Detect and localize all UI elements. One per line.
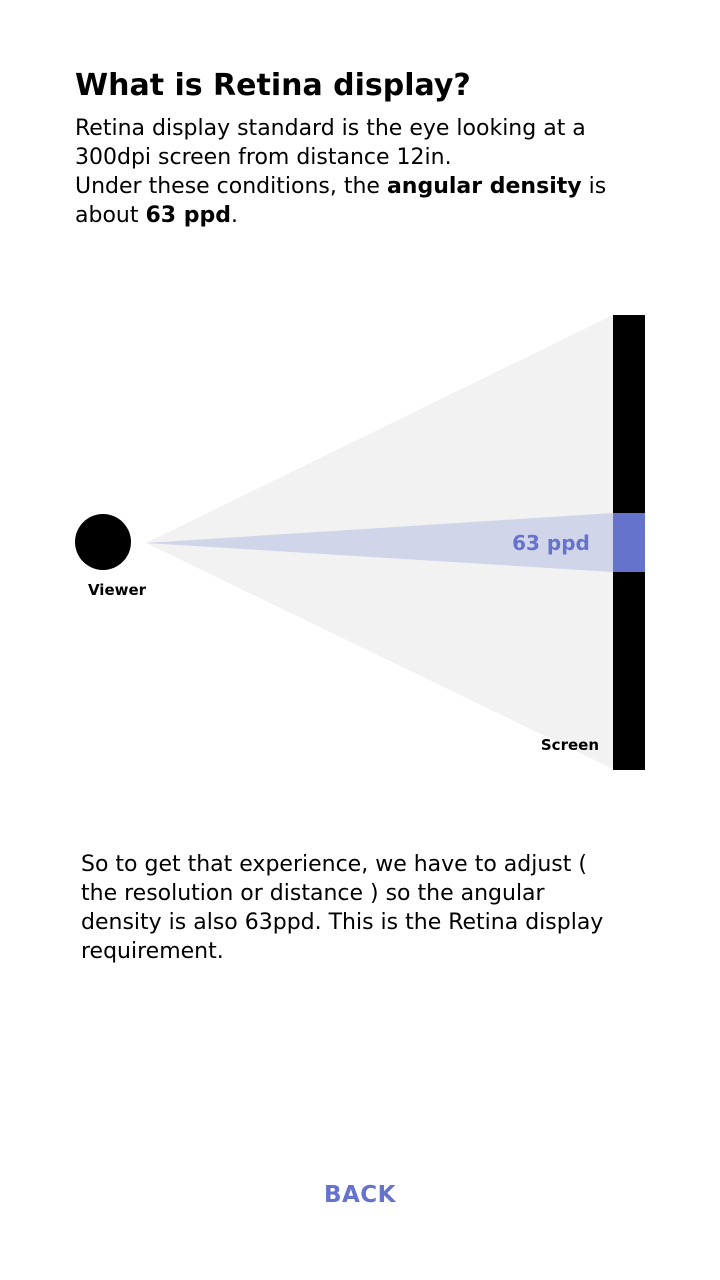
ppd-value: 63 ppd	[145, 203, 231, 228]
outro-line-4: requirement.	[81, 939, 224, 964]
outro-line-1: So to get that experience, we have to ad…	[81, 852, 587, 877]
angular-density-beam	[146, 513, 613, 572]
screen-highlight	[613, 513, 645, 572]
back-button[interactable]: BACK	[260, 1172, 460, 1218]
page-title: What is Retina display?	[75, 68, 471, 103]
intro-line-3-suffix: is	[581, 174, 607, 199]
outro-paragraph: So to get that experience, we have to ad…	[81, 850, 681, 966]
angular-density-term: angular density	[386, 174, 582, 199]
outro-line-2: the resolution or distance ) so the angu…	[81, 881, 545, 906]
intro-line-4: about 63 ppd.	[75, 201, 675, 230]
retina-diagram: 63 ppd Viewer Screen	[75, 315, 645, 770]
outro-line-3: density is also 63ppd. This is the Retin…	[81, 910, 604, 935]
intro-line-3: Under these conditions, the angular dens…	[75, 172, 675, 201]
beam-label: 63 ppd	[512, 531, 590, 555]
intro-line-2: 300dpi screen from distance 12in.	[75, 145, 452, 170]
viewer-label: Viewer	[88, 581, 147, 599]
screen-label: Screen	[541, 736, 599, 754]
intro-line-4-prefix: about	[75, 203, 146, 228]
intro-line-1: Retina display standard is the eye looki…	[75, 116, 586, 141]
viewer-eye	[75, 514, 131, 570]
intro-paragraph: Retina display standard is the eye looki…	[75, 114, 675, 230]
intro-line-4-suffix: .	[231, 203, 238, 228]
intro-line-3-prefix: Under these conditions, the	[75, 174, 387, 199]
